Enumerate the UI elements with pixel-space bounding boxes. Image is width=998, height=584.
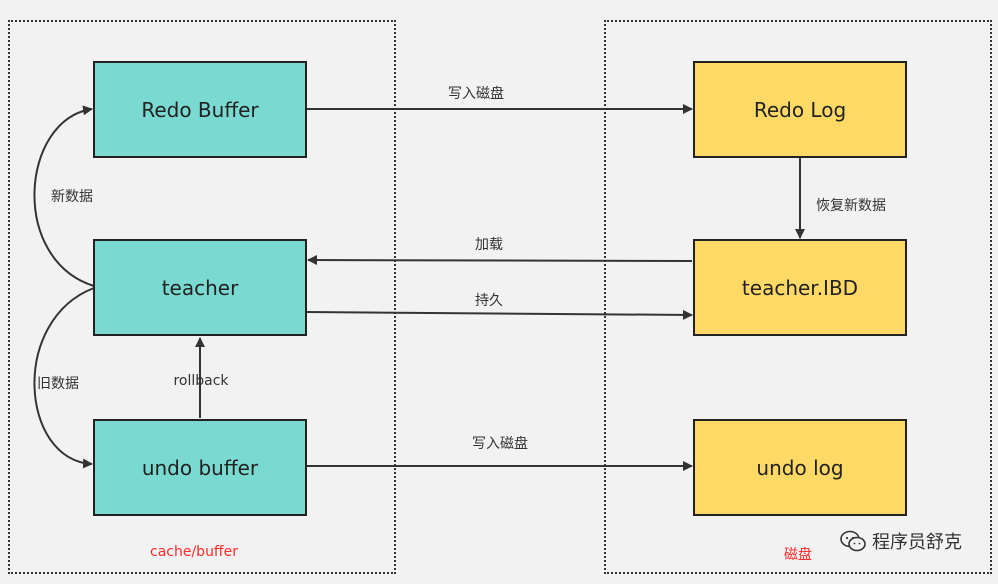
undo-log-node: undo log (693, 419, 907, 516)
teacher-node: teacher (93, 239, 307, 336)
watermark-text: 程序员舒克 (872, 532, 962, 553)
edge-label-new-data: 新数据 (51, 189, 93, 205)
disk-label: 磁盘 (784, 547, 812, 563)
disk-region (604, 20, 992, 574)
redo-buffer-node: Redo Buffer (93, 61, 307, 158)
undo-buffer-node: undo buffer (93, 419, 307, 516)
edge-label-recover: 恢复新数据 (816, 198, 886, 214)
edge-label-persist: 持久 (475, 293, 503, 309)
edge-label-old-data: 旧数据 (37, 376, 79, 392)
teacher-ibd-node: teacher.IBD (693, 239, 907, 336)
wechat-icon (840, 530, 866, 552)
redo-log-node: Redo Log (693, 61, 907, 158)
watermark: 程序员舒克 (840, 528, 962, 554)
cache-buffer-region (8, 20, 396, 574)
edge-label-rollback: rollback (173, 373, 229, 389)
cache-buffer-label: cache/buffer (150, 544, 238, 560)
edge-label-load: 加载 (475, 237, 503, 253)
edge-label-write-disk-redo: 写入磁盘 (448, 86, 504, 102)
edge-label-write-disk-undo: 写入磁盘 (472, 436, 528, 452)
